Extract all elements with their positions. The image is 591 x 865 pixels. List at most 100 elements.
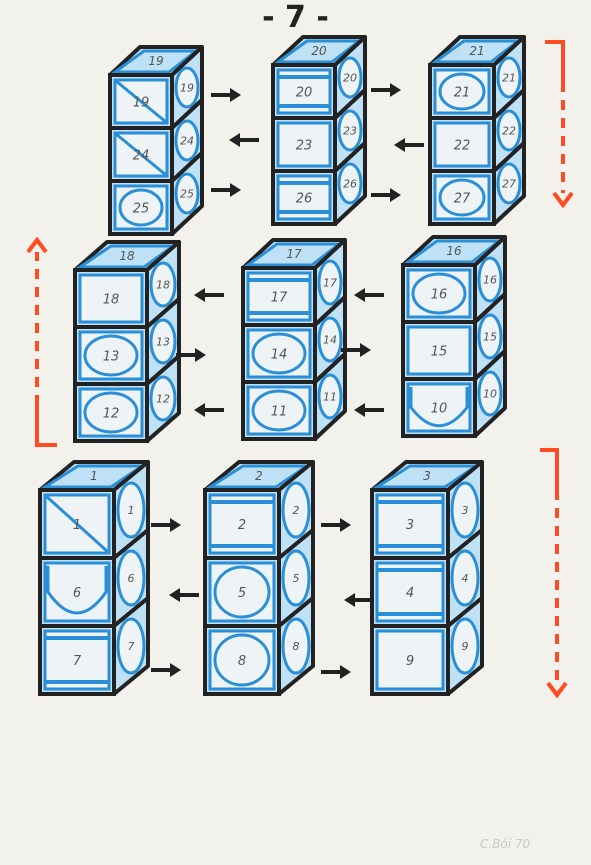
cube-side-circle [450, 617, 480, 675]
front-arch-decoration [409, 387, 469, 428]
cube-side-number: 14 [323, 334, 337, 347]
front-circle-decoration [251, 389, 307, 432]
cube-front-inner [208, 493, 276, 555]
cube-front-inner [43, 561, 111, 623]
cube-front-inner [375, 561, 445, 623]
front-arch-decoration [46, 566, 108, 615]
arrows-layer [151, 83, 424, 679]
artist-signature: C.Bóí 70 [480, 837, 531, 851]
red-arrows-layer [26, 40, 574, 699]
cube-front-number: 18 [103, 293, 120, 308]
cube-side-number: 23 [343, 125, 357, 138]
cube-side-circle [174, 119, 200, 162]
cube-side-circle [496, 109, 522, 152]
flow-arrow [194, 403, 224, 417]
cube-side-number: 17 [323, 277, 337, 290]
cube-side-number: 26 [343, 178, 357, 191]
cube-front-number: 8 [238, 654, 246, 669]
cube-front-inner [375, 629, 445, 691]
cube-front-inner [78, 387, 144, 438]
cube-side-circle [337, 56, 363, 99]
cube-front-inner [406, 382, 472, 433]
cube-side-circle [149, 375, 177, 422]
cube-front-number: 22 [454, 139, 471, 154]
cube-side-number: 8 [293, 640, 300, 653]
flow-arrow [354, 403, 384, 417]
cube-side-number: 19 [180, 82, 194, 95]
cube-side-circle [496, 56, 522, 99]
cube-front-number: 4 [406, 586, 414, 601]
cube-front-number: 14 [271, 348, 288, 363]
cube-front-inner [406, 268, 472, 319]
cube-side-number: 24 [180, 135, 194, 148]
cube-side-circle [477, 370, 503, 417]
flow-arrow [394, 138, 424, 152]
cube-front-inner [375, 493, 445, 555]
flow-arrow [371, 188, 401, 202]
cube-side-circle [116, 549, 146, 607]
cube-side-number: 6 [128, 572, 135, 585]
cube-front-number: 13 [103, 350, 120, 365]
flow-arrow [194, 288, 224, 302]
cube-front-number: 23 [296, 139, 313, 154]
cube-side-circle [149, 261, 177, 308]
cube-side-number: 5 [293, 572, 300, 585]
front-circle-decoration [83, 391, 139, 434]
cube-front-number: 15 [431, 345, 448, 360]
cube-front-number: 21 [454, 86, 471, 101]
red-direction-arrow [26, 236, 57, 447]
cube-front-inner [433, 68, 491, 115]
cube-front-number: 10 [431, 402, 448, 417]
cube-top-number: 18 [119, 249, 135, 263]
cube-front-number: 11 [271, 405, 288, 420]
flow-arrow [371, 83, 401, 97]
cube-side-number: 10 [483, 388, 497, 401]
cube-side-number: 27 [502, 178, 516, 191]
cube-front-inner [78, 273, 144, 324]
cube-front-number: 9 [406, 654, 414, 669]
cube-front-inner [43, 629, 111, 691]
cube-side-circle [149, 318, 177, 365]
front-circle-decoration [411, 272, 467, 315]
cube-front-number: 26 [296, 192, 313, 207]
flow-arrow [211, 88, 241, 102]
flow-arrow [176, 348, 206, 362]
cube-top-number: 2 [255, 469, 263, 483]
flow-arrow [151, 518, 181, 532]
cube-side-number: 2 [293, 504, 300, 517]
cube-front-number: 20 [296, 86, 313, 101]
cube-side-number: 18 [156, 279, 170, 292]
cube-front-number: 25 [133, 202, 150, 217]
cube-front-number: 3 [406, 518, 414, 533]
cube-top-number: 17 [286, 247, 302, 261]
cube-front-inner [433, 121, 491, 168]
front-circle-decoration [438, 178, 486, 217]
cube-side-number: 9 [462, 640, 469, 653]
page-number: - 7 - [262, 0, 329, 35]
cube-front-inner [276, 121, 332, 168]
cube-side-circle [317, 316, 343, 363]
front-circle-decoration [118, 188, 164, 227]
front-diagonal-decoration [115, 132, 167, 177]
cube-side-number: 11 [323, 391, 337, 404]
cube-front-inner [78, 330, 144, 381]
cube-columns: 1919242425251920202323262620212122222727… [38, 35, 526, 696]
cube-side-number: 12 [156, 393, 170, 406]
front-circle-decoration [438, 72, 486, 111]
cube-front-number: 16 [431, 288, 448, 303]
cube-side-number: 13 [156, 336, 170, 349]
cube-front-number: 17 [271, 291, 288, 306]
cube-top-number: 21 [469, 44, 484, 58]
cube-side-circle [174, 172, 200, 215]
cube-front-number: 24 [133, 149, 150, 164]
front-circle-decoration [83, 334, 139, 377]
cube-front-inner [246, 328, 312, 379]
cube-side-circle [337, 162, 363, 205]
red-direction-arrow [545, 40, 574, 209]
